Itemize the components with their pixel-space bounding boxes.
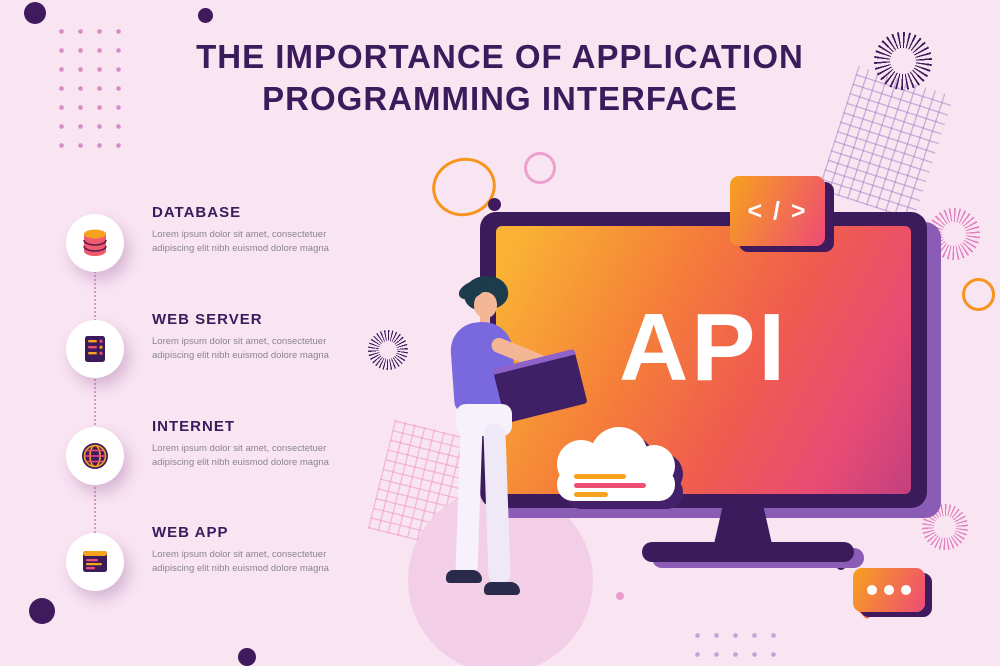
bubble-dot [901, 585, 911, 595]
list-item: WEB SERVER Lorem ipsum dolor sit amet, c… [152, 311, 352, 364]
web-server-icon [85, 336, 105, 362]
item-description: Lorem ipsum dolor sit amet, consectetuer… [152, 443, 329, 469]
speech-bubble-icon [853, 568, 925, 612]
person-leg [483, 423, 511, 585]
decor-dot [198, 8, 213, 23]
database-badge [66, 214, 124, 272]
code-badge: < / > [730, 176, 825, 246]
monitor-stand-neck [714, 506, 772, 544]
internet-badge [66, 427, 124, 485]
item-label: WEB SERVER [152, 311, 263, 328]
decor-dot [488, 198, 501, 211]
api-text: API [618, 294, 789, 401]
list-item: INTERNET Lorem ipsum dolor sit amet, con… [152, 418, 352, 471]
monitor-stand-base [642, 542, 854, 562]
person-shoe [446, 570, 482, 583]
starburst-icon [874, 32, 932, 90]
orange-ring-icon [962, 278, 995, 311]
timeline-connector [94, 248, 96, 564]
web-app-badge [66, 533, 124, 591]
decor-dot [238, 648, 256, 666]
decor-dot [24, 2, 46, 24]
bubble-dot [867, 585, 877, 595]
dot-grid-bottom-center [688, 626, 788, 666]
dot-grid-top-left [52, 22, 130, 162]
item-label: DATABASE [152, 204, 242, 221]
starburst-icon [368, 330, 408, 370]
item-label: INTERNET [152, 418, 235, 435]
internet-icon [82, 443, 108, 469]
decor-dot [836, 560, 846, 570]
person-illustration [430, 272, 600, 607]
pink-ring-icon [524, 152, 556, 184]
decor-dot [616, 592, 624, 600]
page-title: THE IMPORTANCE OF APPLICATION PROGRAMMIN… [196, 38, 804, 118]
list-item: DATABASE Lorem ipsum dolor sit amet, con… [152, 204, 352, 257]
person-shoe [484, 582, 520, 595]
person-leg [455, 423, 483, 577]
web-app-icon [83, 551, 107, 572]
item-description: Lorem ipsum dolor sit amet, consectetuer… [152, 336, 329, 362]
item-label: WEB APP [152, 524, 229, 541]
item-description: Lorem ipsum dolor sit amet, consectetuer… [152, 549, 329, 575]
person-neck [480, 315, 490, 325]
starburst-icon [922, 504, 968, 550]
person-face [474, 292, 497, 318]
code-icon: < / > [747, 196, 808, 225]
starburst-icon [928, 208, 980, 260]
item-description: Lorem ipsum dolor sit amet, consectetuer… [152, 229, 329, 255]
bubble-dot [884, 585, 894, 595]
decor-dot [29, 598, 55, 624]
database-icon [83, 229, 107, 256]
cloud-icon [536, 424, 711, 521]
list-item: WEB APP Lorem ipsum dolor sit amet, cons… [152, 524, 352, 577]
web-server-badge [66, 320, 124, 378]
